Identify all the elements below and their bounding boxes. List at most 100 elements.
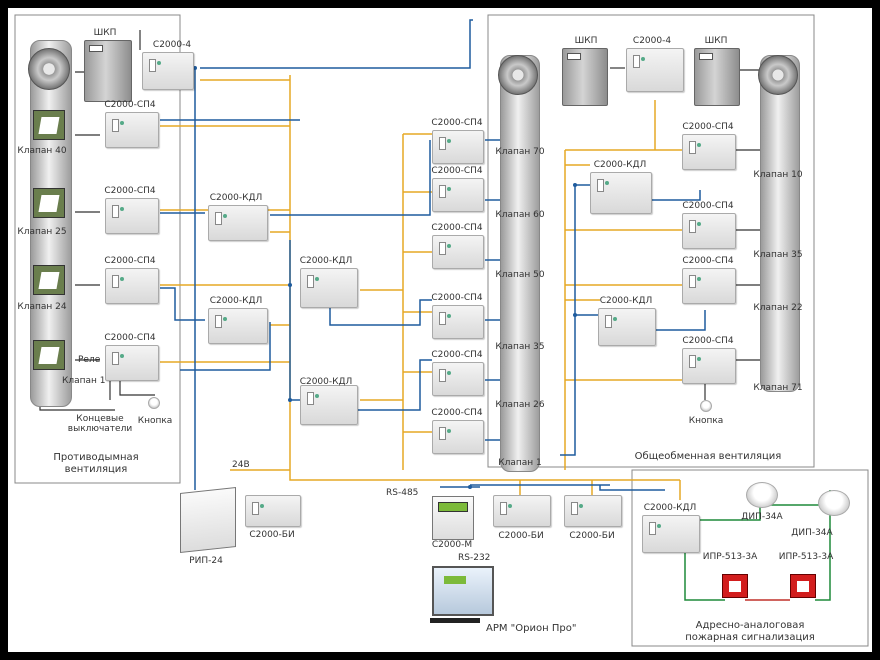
center-sp4-6 <box>432 420 484 454</box>
center-sp4-6-label: С2000-СП4 <box>431 408 483 418</box>
rip-24-unit <box>180 487 236 553</box>
left-valve-25-label: Клапан 25 <box>17 227 67 237</box>
right-button-icon <box>700 400 712 412</box>
fire-alarm-title: Адресно-аналоговая пожарная сигнализация <box>685 620 815 643</box>
left-c2000-4-label: С2000-4 <box>152 40 192 50</box>
left-valve-1-label: Клапан 1 <box>62 376 106 386</box>
right-c2000-4-label: С2000-4 <box>632 36 672 46</box>
left-kdl-1-label: С2000-КДЛ <box>209 193 263 203</box>
general-ventilation-title: Общеобменная вентиляция <box>634 451 782 462</box>
fire-kdl-module <box>642 515 700 553</box>
power-label: 24В <box>232 460 250 470</box>
center-kdl-1 <box>300 268 358 308</box>
left-rele-label: Реле <box>78 355 101 365</box>
right-sp4-3-label: С2000-СП4 <box>682 256 734 266</box>
bi-left-unit <box>245 495 301 527</box>
bus-lines <box>160 19 706 491</box>
left-valve-25-icon <box>33 188 65 218</box>
right-cabinet-1-label: ШКП <box>574 36 598 46</box>
left-fan-icon <box>28 48 70 90</box>
center-fan-icon <box>498 55 538 95</box>
left-kdl-2 <box>208 308 268 344</box>
center-valve-50-label: Клапан 50 <box>495 270 545 280</box>
right-cabinet-2-label: ШКП <box>704 36 728 46</box>
power-lines <box>160 75 682 500</box>
right-kdl-2-label: С2000-КДЛ <box>599 296 653 306</box>
center-sp4-1 <box>432 130 484 164</box>
center-sp4-5-label: С2000-СП4 <box>431 350 483 360</box>
left-valve-40-label: Клапан 40 <box>17 146 67 156</box>
right-sp4-2 <box>682 213 736 249</box>
left-sp4-3 <box>105 268 159 304</box>
center-sp4-2-label: С2000-СП4 <box>431 166 483 176</box>
right-sp4-2-label: С2000-СП4 <box>682 201 734 211</box>
right-cabinet-2 <box>694 48 740 106</box>
center-duct <box>500 55 540 472</box>
bi-mid-label: С2000-БИ <box>498 531 544 541</box>
left-valve-1-icon <box>33 340 65 370</box>
right-sp4-3 <box>682 268 736 304</box>
right-kdl-1 <box>590 172 652 214</box>
rs232-label: RS-232 <box>458 553 491 563</box>
right-duct <box>760 55 800 392</box>
callpoint-2-label: ИПР-513-3А <box>778 552 834 562</box>
center-valve-70-label: Клапан 70 <box>495 147 545 157</box>
left-sp4-2-label: С2000-СП4 <box>104 186 156 196</box>
right-sp4-1 <box>682 134 736 170</box>
center-sp4-2 <box>432 178 484 212</box>
detector-2-label: ДИП-34А <box>791 528 833 538</box>
left-sp4-1 <box>105 112 159 148</box>
callpoint-1-label: ИПР-513-3А <box>702 552 758 562</box>
right-valve-35-label: Клапан 35 <box>753 250 803 260</box>
left-valve-40-icon <box>33 110 65 140</box>
right-kdl-1-label: С2000-КДЛ <box>593 160 647 170</box>
callpoint-2-icon <box>790 574 816 598</box>
c2000-m-display <box>438 502 468 512</box>
workstation-monitor <box>432 566 494 616</box>
right-cabinet-1 <box>562 48 608 106</box>
center-sp4-3-label: С2000-СП4 <box>431 223 483 233</box>
bi-right-unit <box>564 495 622 527</box>
center-sp4-4-label: С2000-СП4 <box>431 293 483 303</box>
right-c2000-4-module <box>626 48 684 92</box>
workstation-screen-widget <box>444 576 466 584</box>
right-kdl-2 <box>598 308 656 346</box>
smoke-detector-1-icon <box>746 482 778 508</box>
rs485-label: RS-485 <box>386 488 419 498</box>
bi-right-label: С2000-БИ <box>569 531 615 541</box>
center-valve-1-label: Клапан 1 <box>498 458 542 468</box>
center-sp4-1-label: С2000-СП4 <box>431 118 483 128</box>
left-button-icon <box>148 397 160 409</box>
junction-dots <box>193 66 577 489</box>
callpoint-1-icon <box>722 574 748 598</box>
c2000-m-label: С2000-М <box>431 540 473 550</box>
right-button-label: Кнопка <box>688 416 724 426</box>
center-valve-60-label: Клапан 60 <box>495 210 545 220</box>
center-sp4-3 <box>432 235 484 269</box>
center-valve-26-label: Клапан 26 <box>495 400 545 410</box>
right-valve-22-label: Клапан 22 <box>753 303 803 313</box>
center-kdl-2-label: С2000-КДЛ <box>299 377 353 387</box>
left-c2000-4-module <box>142 52 194 90</box>
right-sp4-4-label: С2000-СП4 <box>682 336 734 346</box>
workstation-base <box>430 618 480 623</box>
detector-1-label: ДИП-34А <box>741 512 783 522</box>
center-kdl-1-label: С2000-КДЛ <box>299 256 353 266</box>
center-kdl-2 <box>300 385 358 425</box>
rip-24-label: РИП-24 <box>189 556 223 566</box>
right-sp4-4 <box>682 348 736 384</box>
fire-kdl-label: С2000-КДЛ <box>643 503 697 513</box>
center-sp4-5 <box>432 362 484 396</box>
left-kdl-2-label: С2000-КДЛ <box>209 296 263 306</box>
bi-mid-unit <box>493 495 551 527</box>
right-fan-icon <box>758 55 798 95</box>
left-sp4-3-label: С2000-СП4 <box>104 256 156 266</box>
left-sp4-1-label: С2000-СП4 <box>104 100 156 110</box>
left-button-label: Кнопка <box>137 416 173 426</box>
left-valve-24-icon <box>33 265 65 295</box>
left-cabinet-label: ШКП <box>93 28 117 38</box>
workstation-label: АРМ "Орион Про" <box>486 623 577 634</box>
left-sp4-2 <box>105 198 159 234</box>
left-valve-24-label: Клапан 24 <box>17 302 67 312</box>
